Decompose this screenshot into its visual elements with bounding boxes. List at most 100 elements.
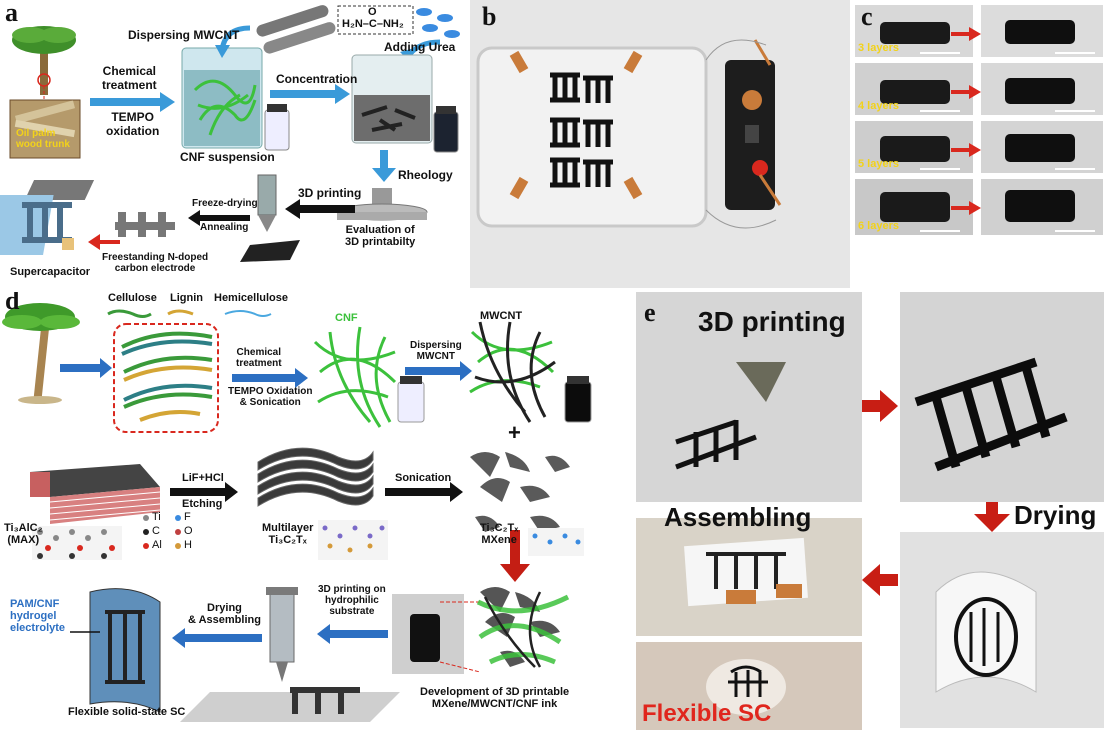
arrow-d1 [60, 358, 112, 378]
arrow-etching [170, 482, 238, 502]
vial-dark-d [564, 381, 592, 423]
printer-substrate-icon [180, 587, 400, 722]
tempo-oxidation-label: TEMPO oxidation [106, 110, 160, 138]
arrow-chemical [90, 92, 175, 112]
panel-e-photos [636, 292, 1104, 730]
chemical-treatment-d: Chemical treatment [236, 347, 282, 369]
mwcnt-network-icon [469, 321, 556, 423]
palm-tree-icon [12, 26, 76, 95]
urea-formula-label: H₂N–C–NH₂ [342, 18, 404, 30]
tempo-sonication-d: TEMPO Oxidation & Sonication [228, 386, 313, 408]
adding-urea-label: Adding Urea [384, 40, 456, 54]
arrow-concentration [270, 84, 350, 104]
arrow-d-drying [172, 628, 262, 648]
lif-hcl-label: LiF+HCl [182, 472, 224, 484]
photo-printing [636, 292, 862, 502]
e-drying-label: Drying [1014, 500, 1097, 530]
oil-palm-label: Oil palm wood trunk [16, 128, 70, 150]
legend-o: O [184, 525, 193, 537]
layers-row-1 [855, 5, 1103, 57]
e-assembling-label: Assembling [664, 502, 812, 532]
panel-c: c 3 layers 4 layers 5 layers 6 layers [855, 0, 1105, 240]
panel-label-b: b [482, 2, 497, 31]
lattice-mxene-icon [528, 528, 584, 556]
panel-a: a Oil palm wood trunk Chemical treatment… [0, 0, 465, 290]
battery-holder-icon [725, 39, 782, 210]
mixed-ink-network-icon [476, 587, 570, 668]
arrow-d3 [405, 361, 472, 381]
panel-d: d Cellulose Lignin Hemicellulose Chemica… [0, 292, 625, 730]
legend-ti: Ti [152, 511, 161, 523]
arrow-red-supercap [88, 234, 120, 250]
concentration-label: Concentration [276, 72, 358, 86]
panel-b-photo [476, 39, 782, 229]
cellulose-label: Cellulose [108, 292, 157, 304]
plus-sign: + [508, 420, 521, 445]
flexible-solid-state-label: Flexible solid-state SC [68, 706, 186, 718]
mwcnt-tubes-icon [256, 5, 336, 54]
panel-a-graphics [0, 5, 460, 262]
cnf-beaker-icon [181, 47, 263, 149]
mwcnt-label-d: MWCNT [480, 310, 523, 322]
vial-clear-icon [264, 109, 290, 151]
layers-label-4: 6 layers [858, 220, 899, 232]
panel-c-photos [855, 5, 1103, 235]
pam-cnf-label: PAM/CNF hydrogel electrolyte [10, 598, 66, 634]
arrow-sonication [385, 482, 463, 502]
chemical-treatment-label: Chemical treatment [102, 64, 157, 92]
layers-row-4 [855, 179, 1103, 235]
cnf-label-d: CNF [335, 312, 358, 324]
dispersing-mwcnt-d: Dispersing MWCNT [410, 340, 462, 362]
arrow-e-right [862, 390, 898, 422]
rheometer-icon [336, 188, 428, 221]
concentrated-beaker-icon [351, 54, 433, 144]
mxene-flakes-icon [470, 452, 570, 532]
fiber-bundle-icon [121, 331, 213, 422]
panel-label-c: c [861, 2, 873, 31]
freestanding-label: Freestanding N-doped carbon electrode [102, 252, 209, 274]
multilayer-label: Multilayer Ti₃C₂Tₓ [262, 522, 314, 546]
evaluation-label: Evaluation of 3D printabilty [345, 224, 416, 248]
arrow-rheology [372, 150, 396, 182]
layers-label-3: 5 layers [858, 158, 899, 170]
panel-e: e 3D printing Assembling Drying Flexible… [636, 292, 1106, 730]
arrow-d-print [317, 624, 388, 644]
lignin-label: Lignin [170, 292, 203, 304]
palm-tree-icon-d [2, 303, 80, 404]
legend-dots [143, 515, 181, 549]
legend-c: C [152, 525, 160, 537]
mxene-label: Ti₃C₂Tₓ MXene [480, 522, 519, 546]
3d-printing-label-a: 3D printing [298, 186, 362, 200]
panel-label-d: d [5, 292, 20, 315]
arrow-3dprinting [285, 199, 355, 219]
annealing-label: Annealing [200, 222, 249, 233]
freeze-drying-label: Freeze-drying [192, 198, 258, 209]
lattice-multilayer-icon [318, 520, 388, 560]
supercapacitor-icon [0, 195, 74, 255]
cnf-suspension-label: CNF suspension [180, 150, 275, 164]
supercapacitor-label: Supercapacitor [10, 266, 91, 278]
arrow-e-down [974, 502, 1010, 532]
sonication-label: Sonication [395, 472, 452, 484]
urea-formula-box [337, 5, 414, 35]
printed-electrodes-icon [550, 72, 613, 188]
legend-f: F [184, 511, 191, 523]
etching-label: Etching [182, 498, 223, 510]
arrow-d2 [232, 368, 308, 388]
urea-pills-icon [416, 8, 460, 38]
fiber-bundle-box [113, 323, 219, 433]
printer-nozzle-icon [240, 174, 300, 262]
vial-dark-icon [433, 111, 459, 153]
arrow-e-left [862, 564, 898, 596]
dispersing-mwcnt-label: Dispersing MWCNT [128, 28, 240, 42]
max-phase-block-icon [30, 464, 161, 524]
development-label: Development of 3D printable MXene/MWCNT/… [420, 686, 570, 710]
layers-row-2 [855, 63, 1103, 115]
e-flexible-sc-label: Flexible SC [642, 700, 772, 727]
layers-row-3 [855, 121, 1103, 173]
arrow-freeze [188, 210, 250, 226]
cnf-network-icon [313, 326, 397, 428]
hemicellulose-label: Hemicellulose [214, 292, 288, 304]
printing-hydrophilic-label: 3D printing on hydrophilic substrate [318, 584, 386, 617]
layers-label-1: 3 layers [858, 42, 899, 54]
